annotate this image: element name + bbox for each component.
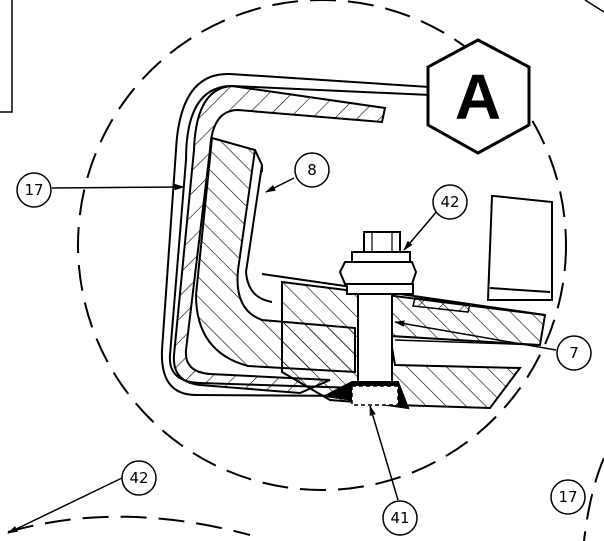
detail-circle [77, 0, 567, 491]
callout-41: 41 [382, 500, 418, 536]
callout-17-left-label: 17 [24, 181, 43, 199]
callout-7-label: 7 [569, 344, 579, 362]
callout-8: 8 [294, 152, 330, 188]
detail-marker: A [426, 38, 531, 155]
callout-17-right: 17 [550, 479, 586, 515]
base-plate [261, 273, 547, 410]
right-detail-circle [583, 457, 604, 541]
callout-42-top: 42 [432, 184, 468, 220]
callout-42-top-label: 42 [440, 193, 459, 211]
callout-17-left: 17 [16, 172, 52, 208]
callout-17-right-label: 17 [558, 488, 577, 506]
right-block [486, 195, 553, 301]
leader-lines [7, 177, 557, 534]
callout-7: 7 [556, 335, 592, 371]
callout-8-label: 8 [307, 161, 317, 179]
bolt-assembly [321, 231, 418, 410]
bottom-detail-circle [7, 515, 251, 536]
callout-42-bottom: 42 [121, 460, 157, 496]
detail-marker-letter: A [455, 61, 501, 133]
frame-lines [0, 0, 604, 113]
callout-42-bottom-label: 42 [129, 469, 148, 487]
callout-41-label: 41 [390, 509, 409, 527]
